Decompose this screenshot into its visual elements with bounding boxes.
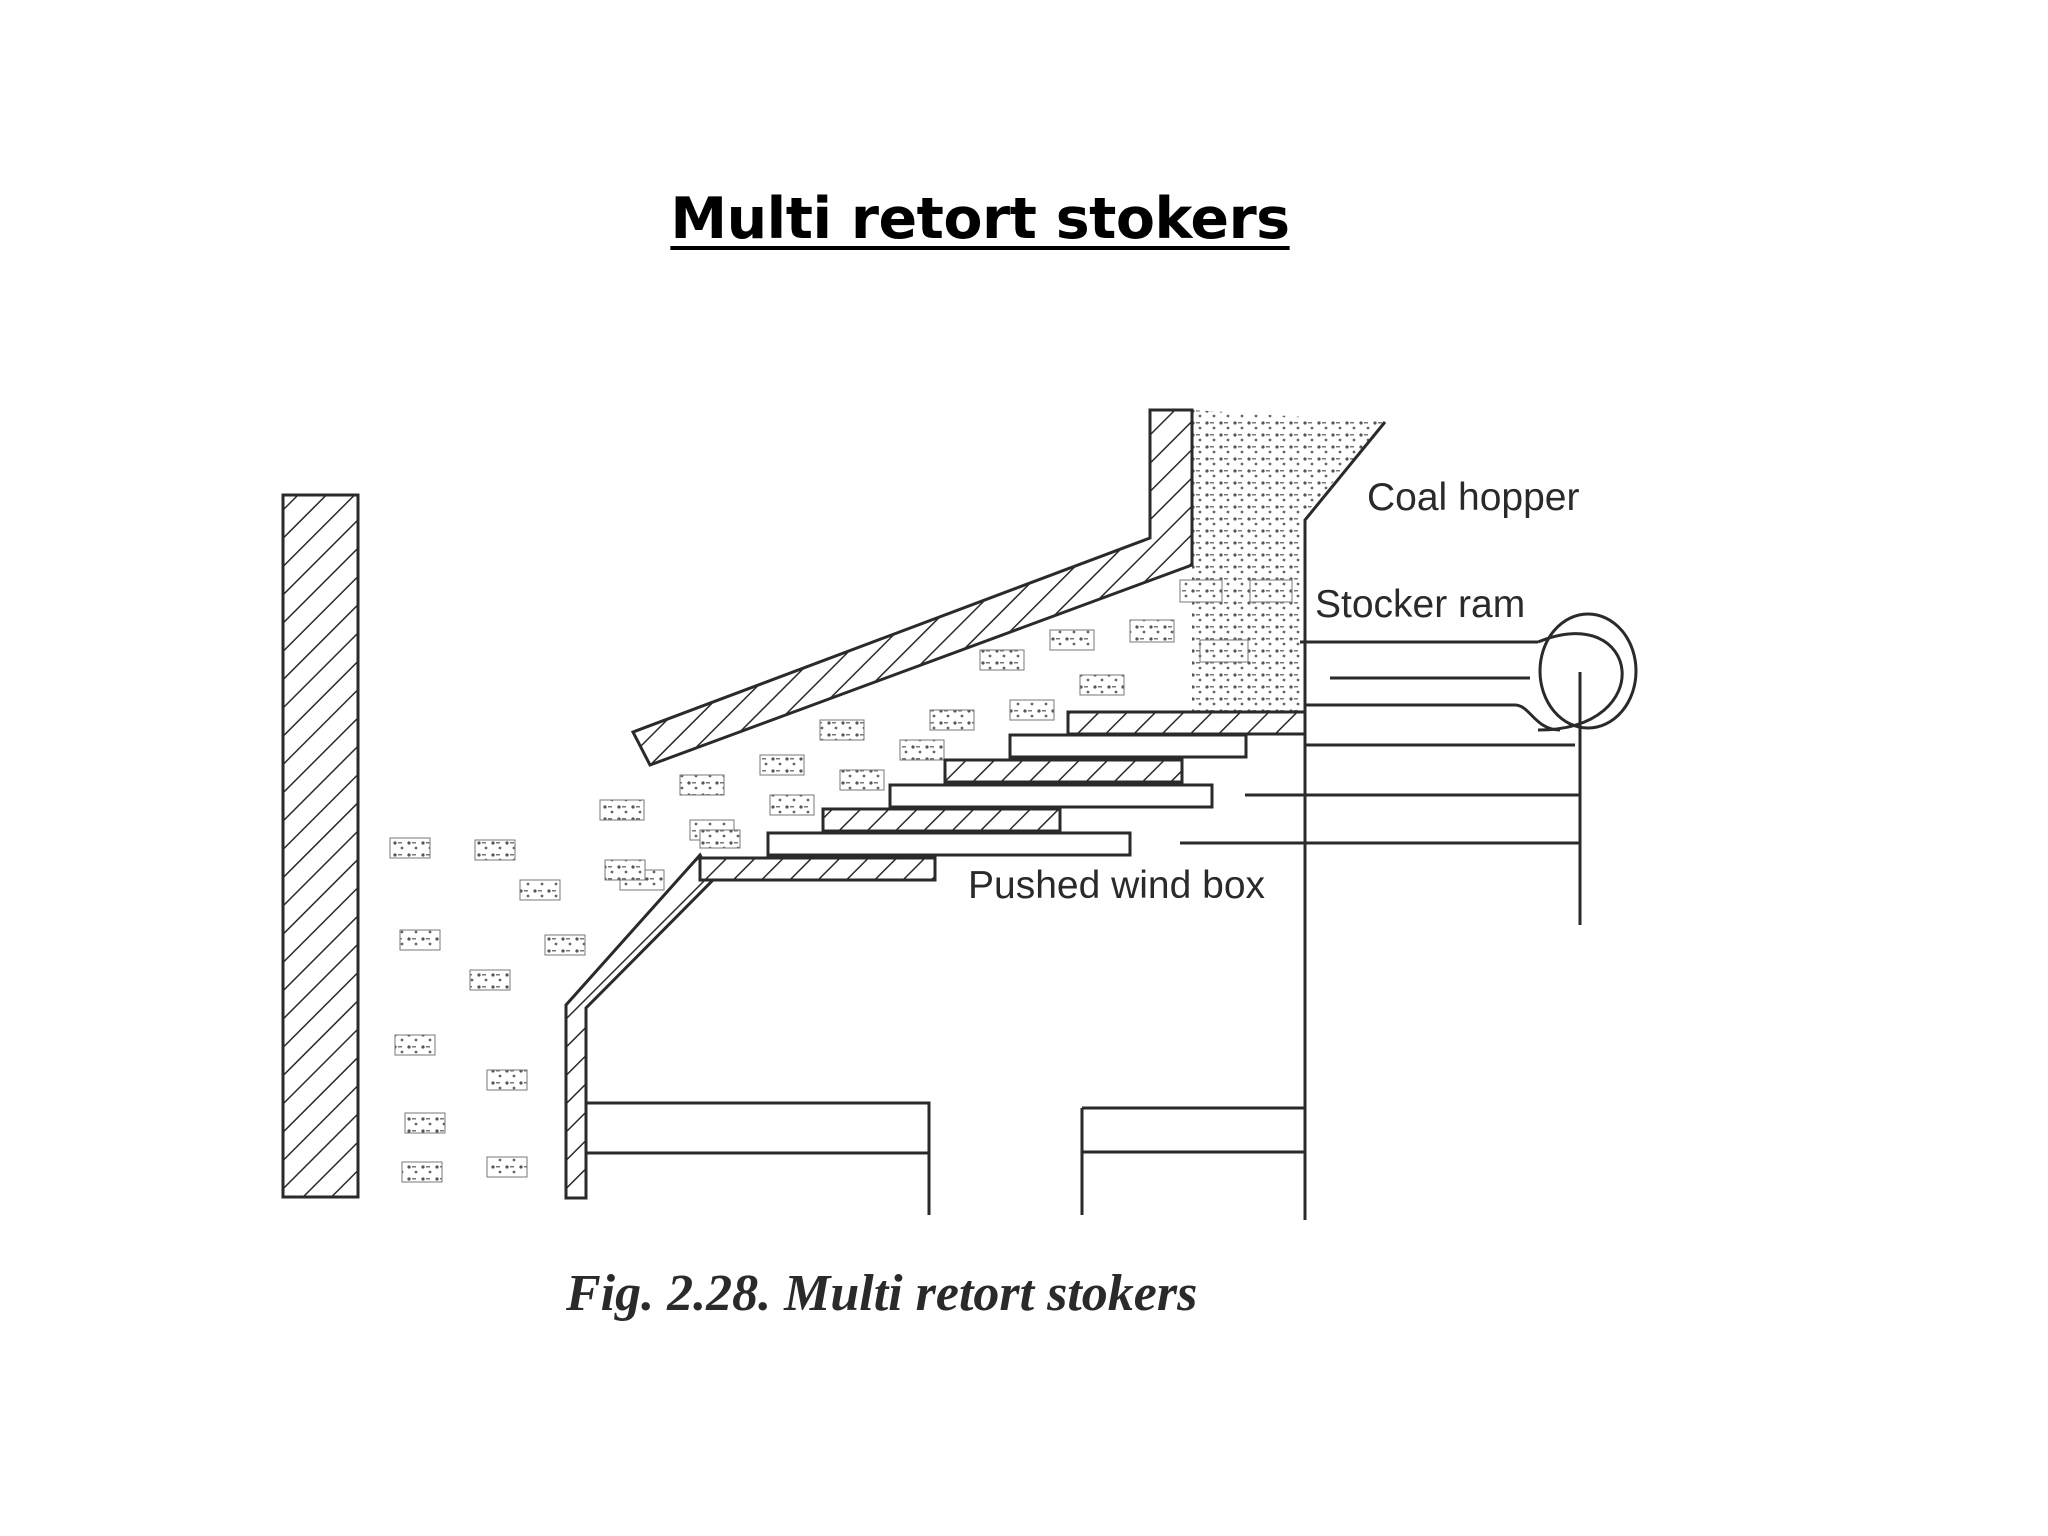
- label-wind-box: Pushed wind box: [968, 864, 1266, 907]
- hopper-roof: [630, 408, 1194, 767]
- coal-hopper-wall: [1303, 421, 1387, 712]
- furnace-wall: [281, 493, 360, 1199]
- coal-in-hopper: [1192, 410, 1385, 712]
- label-stoker-ram: Stocker ram: [1315, 583, 1525, 626]
- wind-box-structure: [584, 712, 1307, 1220]
- stepped-retorts: [698, 710, 1307, 882]
- slide-title: Multi retort stokers: [670, 186, 1290, 252]
- burning-coal-particles: [389, 579, 1293, 1183]
- figure-caption: Fig. 2.28. Multi retort stokers: [565, 1265, 1197, 1322]
- label-coal-hopper: Coal hopper: [1367, 476, 1579, 519]
- stoker-ram: [1180, 612, 1638, 925]
